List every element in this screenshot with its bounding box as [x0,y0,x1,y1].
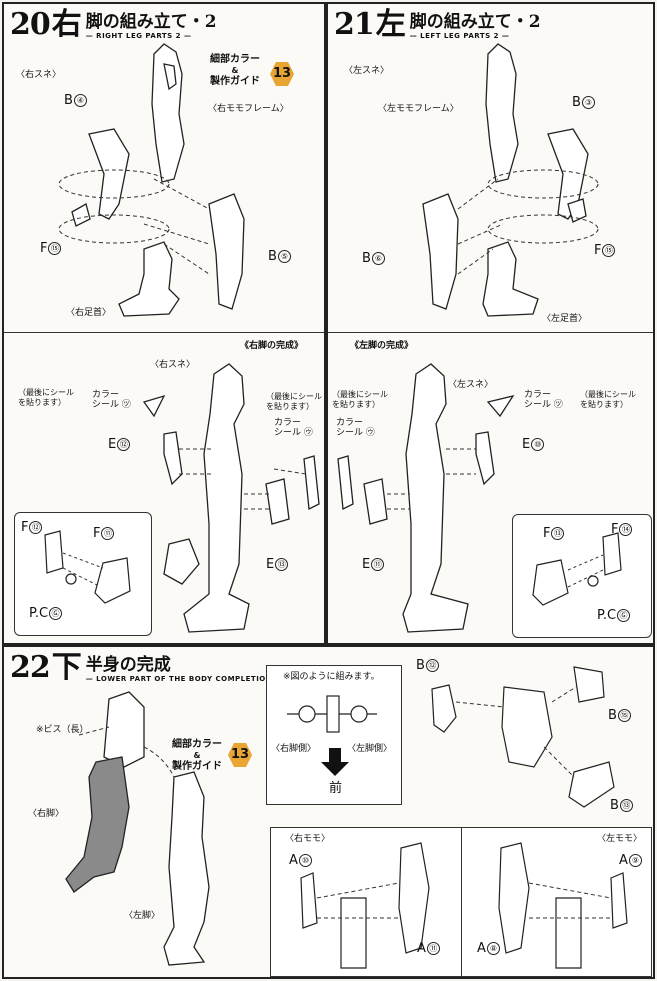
step-22-header: 22 下 半身の完成 — LOWER PART OF THE BODY COMP… [10,650,283,685]
label-left-shin: 〈左スネ〉 [344,66,390,76]
thigh-box-divider [461,828,462,976]
label-left-thigh-frame: 〈左モモフレーム〉 [378,104,459,114]
step-subtitle: — LOWER PART OF THE BODY COMPLETION — [85,675,283,683]
step-side-kanji: 左 [375,7,406,42]
label-right-shin-complete: 〈右スネ〉 [150,360,196,370]
guide-number-badge: 13 [228,743,252,767]
step-subtitle: — LEFT LEG PARTS 2 — [409,32,510,40]
label-right-leg: 〈右脚〉 [28,809,65,819]
color-seal-label-2: カラー シール ㋡ [524,390,563,410]
step-20-panel: 20 右 脚の組み立て・2 — RIGHT LEG PARTS 2 — 細部カラ… [2,2,326,645]
right-leg-complete-heading: 《右脚の完成》 [240,341,304,351]
step-21-illustration [422,43,599,317]
label-left-ankle: 〈左足首〉 [542,314,588,324]
left-leg-side-label: 〈左脚側〉 [347,744,393,754]
front-direction-label: 前 [329,781,343,796]
step-side-kanji: 下 [51,650,82,685]
step-number: 21 [334,7,375,42]
assembly-note-box: ※図のように組みます。 〈右脚側〉 〈左脚側〉 前 [266,665,402,805]
step-title: 脚の組み立て・2 [85,12,217,32]
step-20-illustration [58,43,245,317]
right-leg-side-label: 〈右脚側〉 [271,744,317,754]
assembly-note: ※図のように組みます。 [283,672,380,682]
step-22-panel: 22 下 半身の完成 — LOWER PART OF THE BODY COMP… [2,645,655,979]
section-divider [328,332,653,333]
label-right-ankle: 〈右足首〉 [66,308,112,318]
step-number: 20 [10,7,51,42]
color-seal-label-2: カラー シール ㋒ [274,418,313,438]
step-21-panel: 21 左 脚の組み立て・2 — LEFT LEG PARTS 2 — 〈左スネ〉… [326,2,655,645]
color-guide-label: 細部カラー & 製作ガイド [172,739,222,772]
seal-note-2: （最後にシール を貼ります） [266,392,322,411]
seal-note: （最後にシール を貼ります） [332,390,388,409]
step-20-header: 20 右 脚の組み立て・2 — RIGHT LEG PARTS 2 — [10,7,217,42]
left-leg-complete-heading: 《左脚の完成》 [350,341,414,351]
step-subtitle: — RIGHT LEG PARTS 2 — [85,32,192,40]
label-left-shin-complete: 〈左スネ〉 [448,380,494,390]
color-guide-label: 細部カラー & 製作ガイド [210,54,260,87]
seal-note-2: （最後にシール を貼ります） [580,390,636,409]
color-seal-label: カラー シール ㋒ [336,418,375,438]
guide-number-badge: 13 [270,62,294,86]
label-right-thigh-frame: 〈右モモフレーム〉 [208,104,289,114]
step-side-kanji: 右 [51,7,82,42]
seal-note: （最後にシール を貼ります） [18,388,74,407]
step-number: 22 [10,650,51,685]
step-21-header: 21 左 脚の組み立て・2 — LEFT LEG PARTS 2 — [334,7,541,42]
step-title: 半身の完成 [85,655,171,675]
step-22-illustration [65,691,210,966]
color-seal-label: カラー シール ㋡ [92,390,131,410]
label-right-thigh: 〈右モモ〉 [285,834,331,844]
label-left-thigh: 〈左モモ〉 [597,834,643,844]
section-divider [4,332,324,333]
screw-label: ※ビス（長） [36,725,89,735]
step-title: 脚の組み立て・2 [409,12,541,32]
label-right-shin: 〈右スネ〉 [16,70,62,80]
label-left-leg: 〈左脚〉 [124,911,161,921]
